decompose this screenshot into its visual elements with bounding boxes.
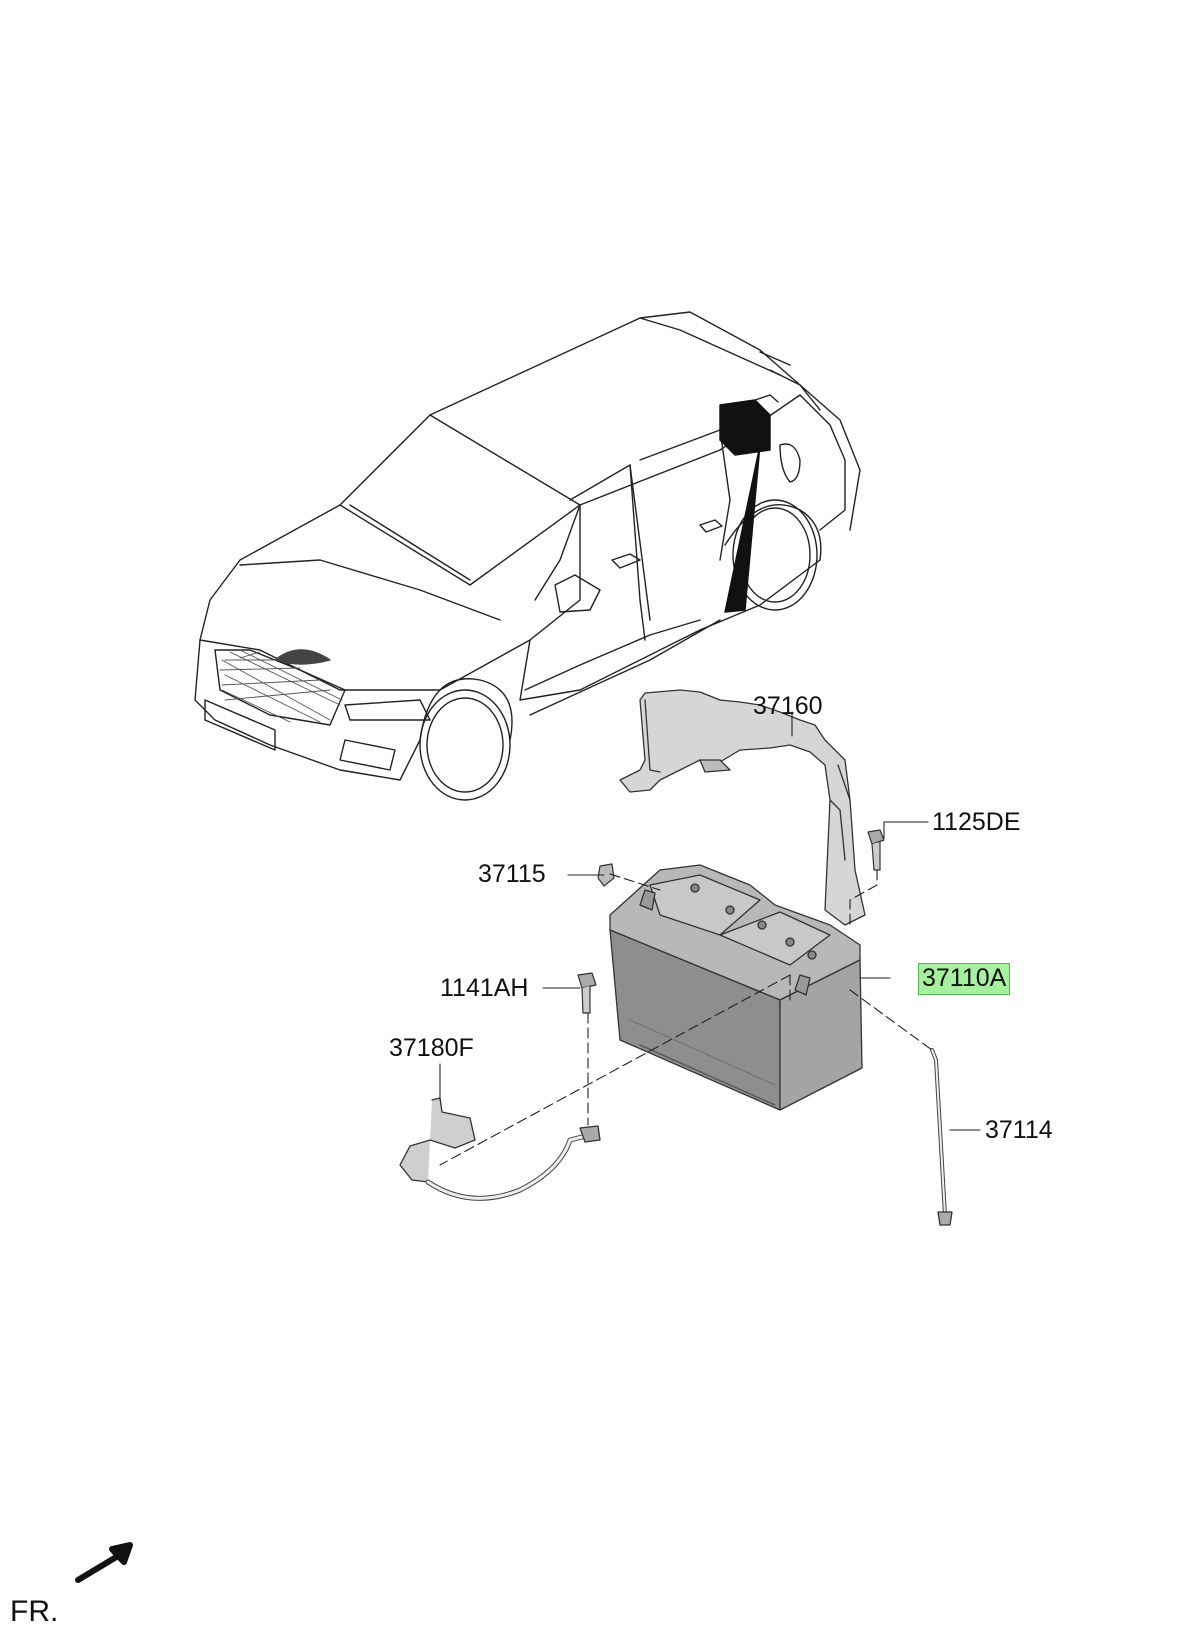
sensor-37114 [930,1048,953,1226]
part-label-1125de[interactable]: 1125DE [932,808,1021,836]
battery-bracket [619,689,866,926]
front-arrow-icon [75,1542,133,1583]
clip-37115 [597,863,615,887]
leader-lines [439,711,981,1166]
part-label-37180f[interactable]: 37180F [389,1034,474,1062]
vehicle-illustration [194,311,861,801]
part-label-37114[interactable]: 37114 [985,1116,1053,1144]
part-label-37110a[interactable]: 37110A [918,963,1011,995]
battery [609,864,863,1111]
bolt-1125de [867,829,885,871]
part-label-1141ah[interactable]: 1141AH [440,974,529,1002]
bolt-1141ah [577,972,597,1014]
cable-37180f [399,1097,601,1201]
front-indicator-label: FR. [10,1595,59,1628]
part-label-37160[interactable]: 37160 [753,692,823,720]
part-label-37115[interactable]: 37115 [478,860,546,888]
